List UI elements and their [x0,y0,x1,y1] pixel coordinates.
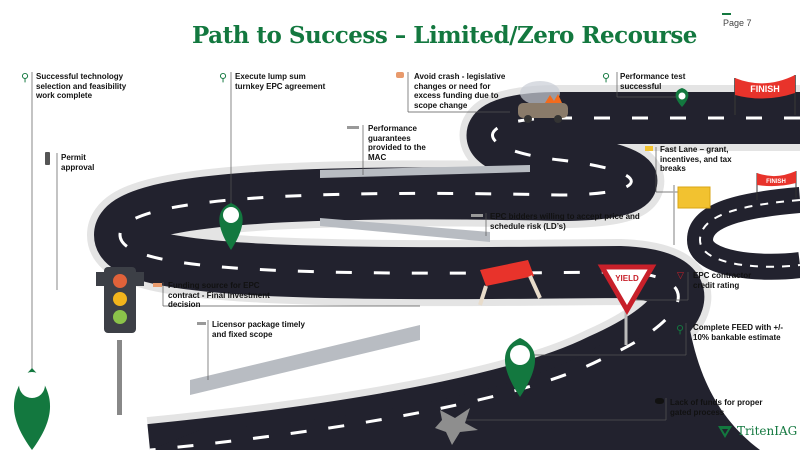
guardrail [190,325,420,395]
guardrail-icon [471,214,483,217]
yield-sign: YIELD [597,264,657,345]
guardrail [320,165,530,178]
barricade-icon [153,283,162,287]
crashed-car [518,81,568,123]
milestone-label: EPC contractor credit rating [693,271,752,290]
fast-lane-centerline [698,199,800,268]
map-pin-icon: ⚲ [21,72,30,84]
guardrail-icon [197,322,206,325]
milestone-label: Funding source for EPC contract - Final … [168,281,270,309]
tritenIAG-logo: TritenIAG [717,423,797,439]
pothole-icon [655,398,664,404]
milestone-label: Performance guarantees provided to the M… [368,124,426,162]
milestone-label: Fast Lane – grant, incentives, and tax b… [660,145,732,173]
map-pin-icon: ⚲ [676,324,685,336]
milestone-label: EPC bidders willing to accept price and … [490,212,640,231]
milestone-label: Performance test successful [620,72,686,91]
pothole [435,408,478,445]
guardrail-icon [347,126,359,129]
milestone-label: Permit approval [61,153,95,172]
finish-banner-small: FINISH [756,171,797,200]
traffic-light-icon [45,152,50,165]
guardrail [320,218,490,242]
page-number: Page 7 [723,18,752,28]
yield-text: YIELD [615,274,639,283]
fast-lane-sign [677,186,711,209]
road-centerline [118,116,800,450]
finish-text: FINISH [750,84,780,94]
milestone-label: Lack of funds for proper gated process [670,398,763,417]
milestone-label: Execute lump sum turnkey EPC agreement [235,72,326,91]
logo-mark-icon [718,426,732,438]
sign-icon [645,146,653,151]
milestone-label: Complete FEED with +/- 10% bankable esti… [693,323,784,342]
traffic-light [96,267,144,415]
car-crash-icon [396,72,404,78]
map-pin-icon: ⚲ [602,72,611,84]
map-pin-icon: ⚲ [219,72,228,84]
milestone-label: Avoid crash - legislative changes or nee… [414,72,506,110]
milestone-label: Successful technology selection and feas… [36,72,127,100]
finish-text-small: FINISH [766,179,786,185]
barricade [478,260,542,306]
milestone-label: Licensor package timely and fixed scope [212,320,305,339]
logo-text: TritenIAG [737,424,798,438]
page-accent-bar [722,13,731,15]
map-pin-marker [13,88,689,450]
finish-banner: FINISH [734,75,796,115]
page-title: Path to Success – Limited/Zero Recourse [192,22,697,49]
fast-lane-road [686,187,800,280]
yield-sign-icon: ▽ [677,270,684,280]
